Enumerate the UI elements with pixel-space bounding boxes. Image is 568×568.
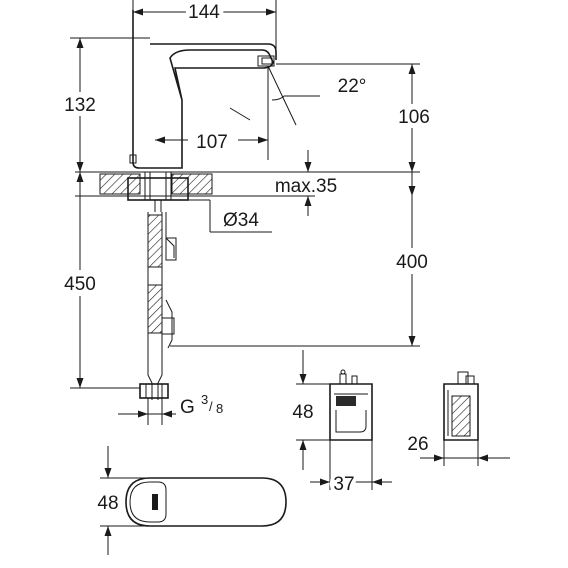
dimension-106: 106: [276, 63, 438, 172]
dimension-max35: max.35: [275, 150, 337, 216]
dimension-box-48-label: 48: [292, 402, 313, 423]
base-top-view: [125, 477, 287, 527]
dimension-450: 450: [58, 172, 140, 389]
countertop-section: [75, 171, 420, 212]
dimension-107: 107: [155, 107, 268, 153]
dimension-max35-label: max.35: [275, 176, 337, 197]
dimension-diameter-label: Ø34: [223, 210, 259, 231]
dimension-132: 132: [58, 37, 150, 172]
dimension-diameter: Ø34: [188, 199, 272, 233]
control-box-front: [329, 369, 373, 441]
dimension-base-48-label: 48: [97, 493, 118, 514]
dimension-thread-label: G: [180, 397, 195, 418]
faucet-body: [129, 10, 277, 169]
dimension-37: 37: [310, 440, 392, 499]
dimension-thread-numerator: 3: [201, 392, 208, 407]
sensor-cable: [161, 212, 177, 349]
dimension-26: 26: [407, 434, 510, 466]
dimension-132-label: 132: [64, 95, 96, 116]
control-box-side: [443, 371, 479, 441]
dimension-144-label: 144: [188, 2, 220, 23]
dimension-107-label: 107: [196, 132, 228, 153]
dimension-400-label: 400: [396, 252, 428, 273]
dimension-base-48: 48: [97, 446, 150, 555]
dimension-26-label: 26: [407, 434, 428, 455]
dimension-450-label: 450: [64, 274, 96, 295]
dimension-144: 144: [132, 0, 277, 50]
dimension-400: 400: [170, 172, 438, 347]
dimension-angle: 22°: [267, 65, 367, 160]
dimension-angle-label: 22°: [338, 76, 367, 97]
dimension-thread-denominator: 8: [216, 401, 223, 416]
dimension-thread-slash: /: [209, 399, 213, 414]
dimension-37-label: 37: [333, 474, 354, 495]
dimension-thread: G 3 / 8: [118, 392, 223, 418]
supply-hose: [139, 212, 169, 425]
dimension-box-48: 48: [292, 350, 330, 470]
grohe-logo: [336, 396, 356, 406]
dimension-106-label: 106: [398, 107, 430, 128]
